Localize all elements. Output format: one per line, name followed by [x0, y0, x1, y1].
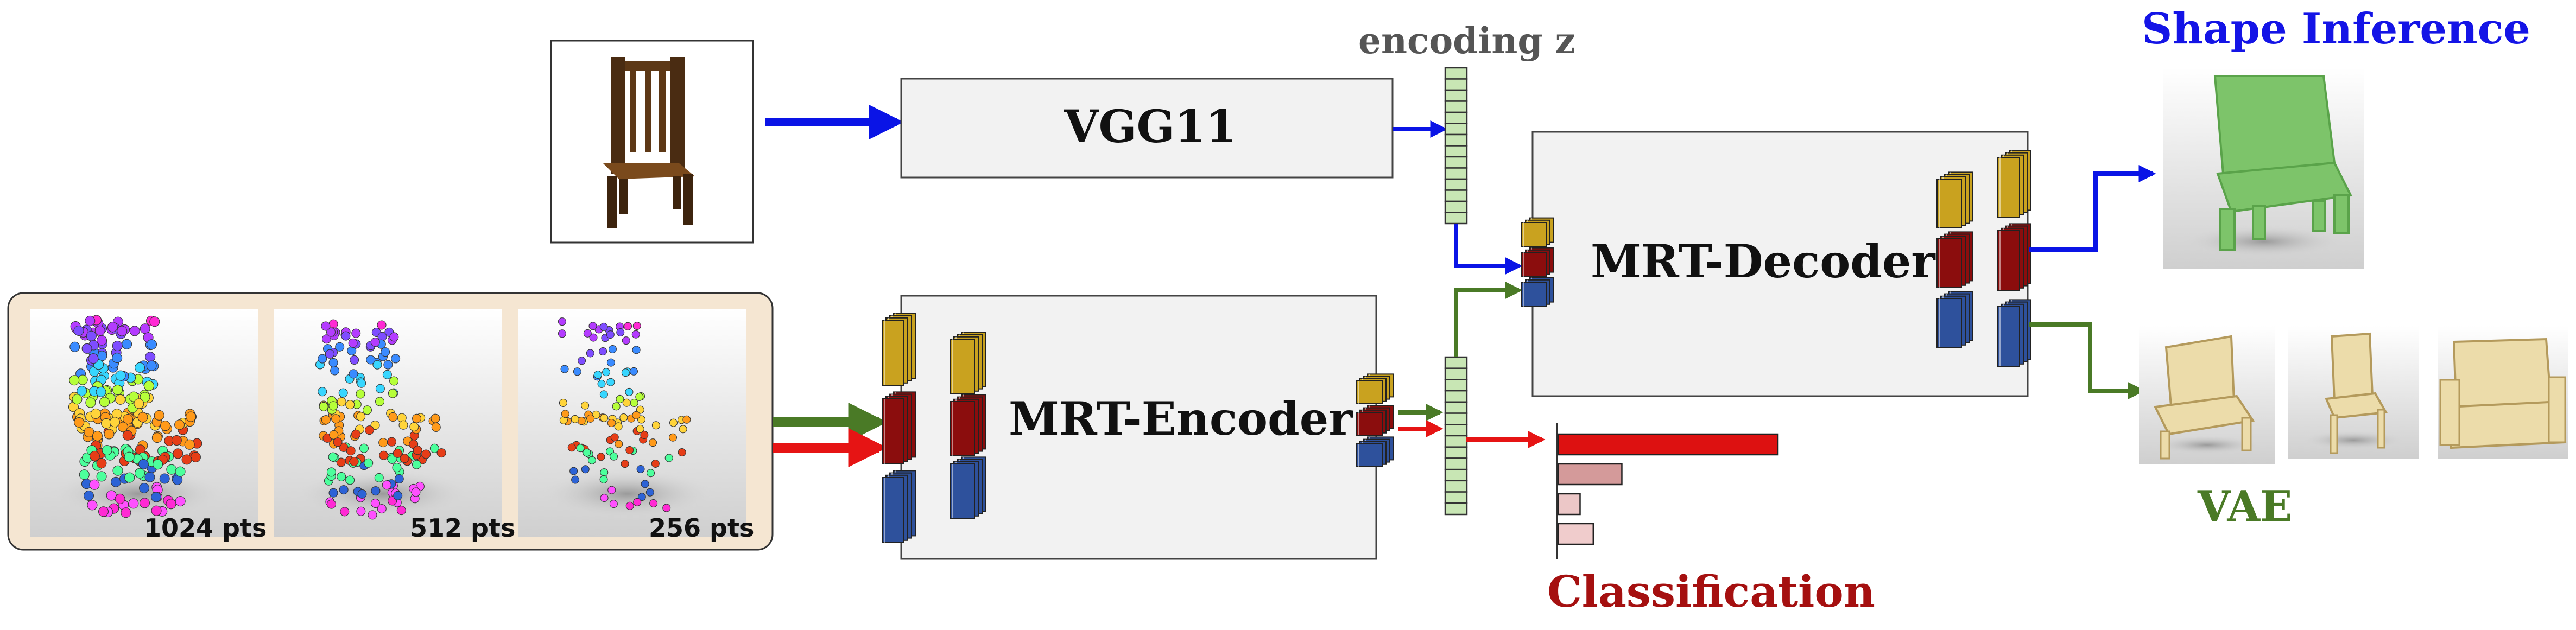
arrow-decoder-to-shape — [2029, 165, 2156, 252]
decoder-stack-blue-3 — [1997, 299, 2031, 367]
decoder-stack-gold-3 — [1997, 150, 2031, 218]
arrow-decoder-to-vae — [2029, 322, 2145, 399]
decoder-stack-red-1 — [1521, 247, 1554, 277]
classification-bar — [1557, 493, 1581, 516]
code-cell — [1444, 435, 1468, 448]
code-cell — [1444, 379, 1468, 392]
pointcloud-label-512: 512 pts — [410, 513, 516, 543]
encoder-stack-gold-3 — [1356, 373, 1394, 404]
classification-bar — [1557, 463, 1623, 486]
vgg-label: VGG11 — [1064, 101, 1237, 153]
code-cell — [1444, 189, 1468, 202]
encoder-stack-red-1 — [882, 391, 916, 464]
decoder-stack-blue-1 — [1521, 277, 1554, 307]
code-cell — [1444, 111, 1468, 124]
code-cell — [1444, 502, 1468, 516]
classification-bar — [1557, 433, 1779, 456]
decoder-stack-red-2 — [1936, 231, 1973, 288]
classification-bar — [1557, 523, 1594, 545]
code-cell — [1444, 367, 1468, 380]
code-cell — [1444, 178, 1468, 191]
encoder-feature-stacks — [882, 313, 1394, 543]
code-cell — [1444, 78, 1468, 91]
code-cell — [1444, 424, 1468, 437]
code-cell — [1444, 356, 1468, 369]
decoder-stack-gold-1 — [1521, 217, 1554, 247]
beige-chair-icon — [2139, 326, 2275, 464]
chair-photo-icon — [603, 57, 695, 228]
code-cell — [1444, 401, 1468, 414]
code-cell — [1444, 446, 1468, 459]
code-cell — [1444, 457, 1468, 470]
code-cell — [1444, 200, 1468, 213]
decoder-stack-blue-2 — [1936, 291, 1973, 348]
vae-outputs — [2139, 326, 2568, 464]
encoder-stack-red-2 — [950, 394, 986, 456]
pointcloud-panel — [7, 292, 774, 551]
code-cell — [1444, 89, 1468, 102]
encoder-stack-gold-1 — [882, 313, 916, 386]
code-cell — [1444, 480, 1468, 493]
classification-label: Classification — [1547, 566, 1875, 617]
code-cell — [1444, 67, 1468, 80]
decoder-label: MRT-Decoder — [1591, 234, 1935, 288]
shape-inference-label: Shape Inference — [2142, 4, 2530, 54]
decoder-stack-gold-2 — [1936, 171, 1973, 228]
input-image — [550, 40, 754, 244]
arrow-code-to-decoder-blue — [1454, 224, 1523, 275]
shape-inference-output — [2163, 68, 2364, 269]
code-cell — [1444, 123, 1468, 136]
code-cell — [1444, 133, 1468, 147]
decoder-stack-red-3 — [1997, 223, 2031, 291]
beige-chair-icon — [2288, 326, 2419, 459]
code-cell — [1444, 167, 1468, 180]
encoding-z-label: encoding z — [1358, 20, 1575, 62]
code-cell — [1444, 390, 1468, 403]
code-cell — [1444, 468, 1468, 482]
code-cell — [1444, 212, 1468, 225]
pointcloud-label-256: 256 pts — [649, 513, 755, 543]
encoder-stack-gold-2 — [950, 332, 986, 394]
encoder-stack-red-3 — [1356, 405, 1394, 436]
pointcloud-label-1024: 1024 pts — [144, 513, 267, 543]
code-cell — [1444, 100, 1468, 113]
pointcloud-chair-icon — [30, 309, 258, 537]
decoder-feature-stacks — [1521, 150, 2031, 367]
encoder-stack-blue-1 — [882, 470, 916, 543]
encoder-stack-blue-2 — [950, 456, 986, 519]
arrow-code-to-decoder-green — [1454, 282, 1523, 357]
encoding-z-vector-top — [1444, 67, 1468, 225]
code-cell — [1444, 156, 1468, 169]
classification-bars — [1556, 423, 1779, 559]
vae-label: VAE — [2198, 482, 2293, 531]
pointcloud-chair-icon — [518, 309, 746, 537]
code-cell — [1444, 412, 1468, 425]
encoder-label: MRT-Encoder — [1009, 392, 1353, 446]
green-chair-icon — [2213, 75, 2353, 251]
encoding-z-vector-bottom — [1444, 356, 1468, 516]
vgg-box — [900, 78, 1394, 179]
beige-chair-icon — [2438, 326, 2568, 459]
code-cell — [1444, 491, 1468, 504]
pointcloud-chair-icon — [274, 309, 502, 537]
code-cell — [1444, 145, 1468, 158]
encoder-stack-blue-3 — [1356, 436, 1394, 467]
